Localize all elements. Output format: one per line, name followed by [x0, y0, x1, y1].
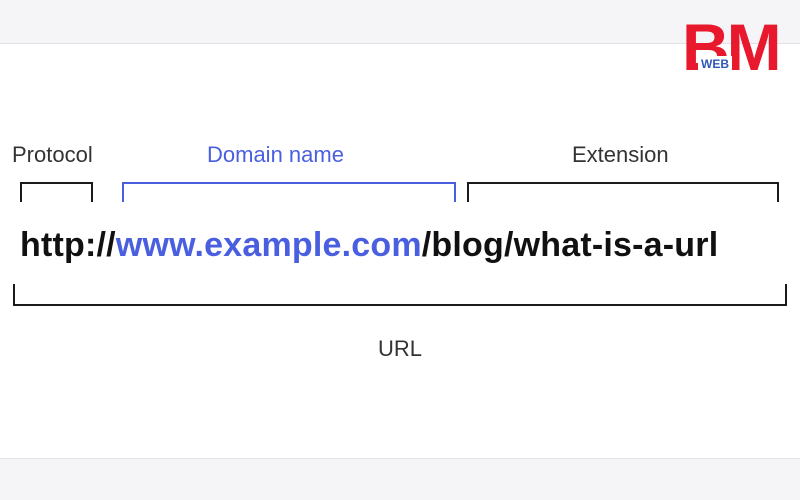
domain-bracket: [122, 182, 456, 202]
url-bracket: [13, 284, 787, 306]
url-protocol: http://: [20, 226, 116, 264]
domain-name-label: Domain name: [207, 142, 344, 167]
diagram-card: [0, 43, 800, 459]
bmweb-logo: BM WEB: [682, 14, 782, 72]
extension-bracket: [467, 182, 779, 202]
example-url: http://www.example.com/blog/what-is-a-ur…: [20, 226, 718, 265]
extension-label: Extension: [572, 142, 669, 167]
protocol-bracket: [20, 182, 93, 202]
logo-sub-text: WEB: [701, 57, 729, 71]
protocol-label: Protocol: [12, 142, 93, 167]
url-domain: www.example.com: [115, 226, 422, 264]
url-extension: /blog/what-is-a-url: [421, 226, 719, 264]
url-label: URL: [378, 336, 423, 361]
